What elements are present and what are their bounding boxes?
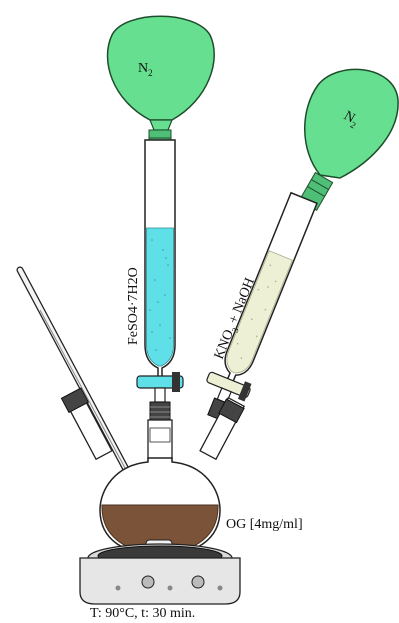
balloon-left: N2 — [108, 16, 215, 130]
hotplate-indicator-2 — [168, 586, 173, 591]
flask-label: OG [4mg/ml] — [226, 517, 303, 532]
balloon-left-knot — [150, 120, 172, 130]
hotplate-indicator-1 — [116, 586, 121, 591]
hotplate-knob-right[interactable] — [192, 576, 204, 588]
hotplate-caption: T: 90°C, t: 30 min. — [90, 606, 195, 621]
balloon-left-body — [108, 16, 215, 120]
balloon-right: N2 — [305, 69, 398, 178]
funnel-left-liquid — [147, 228, 174, 366]
funnel-right — [195, 190, 325, 426]
hotplate-indicator-3 — [218, 586, 223, 591]
funnel-left-label: FeSO4·7H2O — [126, 267, 141, 345]
funnel-left — [137, 140, 183, 422]
hotplate — [80, 544, 240, 604]
hotplate-knob-left[interactable] — [142, 576, 154, 588]
